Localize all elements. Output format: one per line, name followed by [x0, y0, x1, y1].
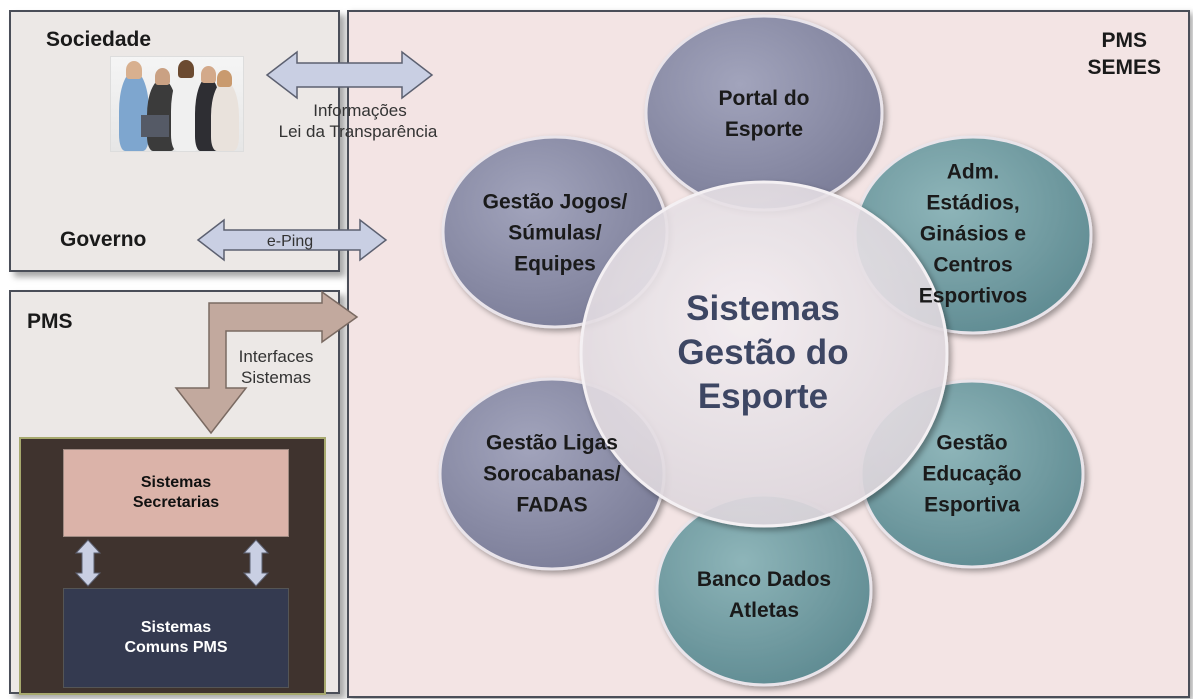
interfaces-label: Interfaces Sistemas [238, 347, 314, 387]
center-title: Sistemas Gestão do Esporte [677, 289, 849, 416]
right-vertical-double-arrow [242, 539, 270, 587]
portal-text: Portal do Esporte [718, 87, 810, 141]
eping-label: e-Ping [266, 233, 314, 250]
governo-label: Governo [60, 228, 147, 251]
adm-estadios-text: Adm. Estádios, Ginásios e Centros Esport… [918, 160, 1028, 308]
gestao-jogos-text: Gestão Jogos/ Súmulas/ Equipes [482, 190, 628, 276]
educacao-text: Gestão Educação Esportiva [922, 431, 1022, 517]
center-circle [579, 180, 949, 528]
lei-transparencia-label: Lei da Transparência [278, 122, 438, 141]
sociedade-label: Sociedade [46, 28, 152, 51]
informacoes-label: Informações [313, 101, 407, 120]
eping-double-arrow [196, 218, 388, 262]
interfaces-bent-arrow [174, 290, 359, 435]
left-vertical-double-arrow [74, 539, 102, 587]
people-photo [110, 56, 244, 152]
informacoes-double-arrow [265, 50, 434, 100]
pms-label: PMS [27, 310, 73, 333]
banco-atletas-text: Banco Dados Atletas [696, 568, 832, 622]
gestao-ligas-text: Gestão Ligas Sorocabanas/ FADAS [483, 431, 621, 517]
pms-semes-label: PMS SEMES [1087, 29, 1161, 79]
